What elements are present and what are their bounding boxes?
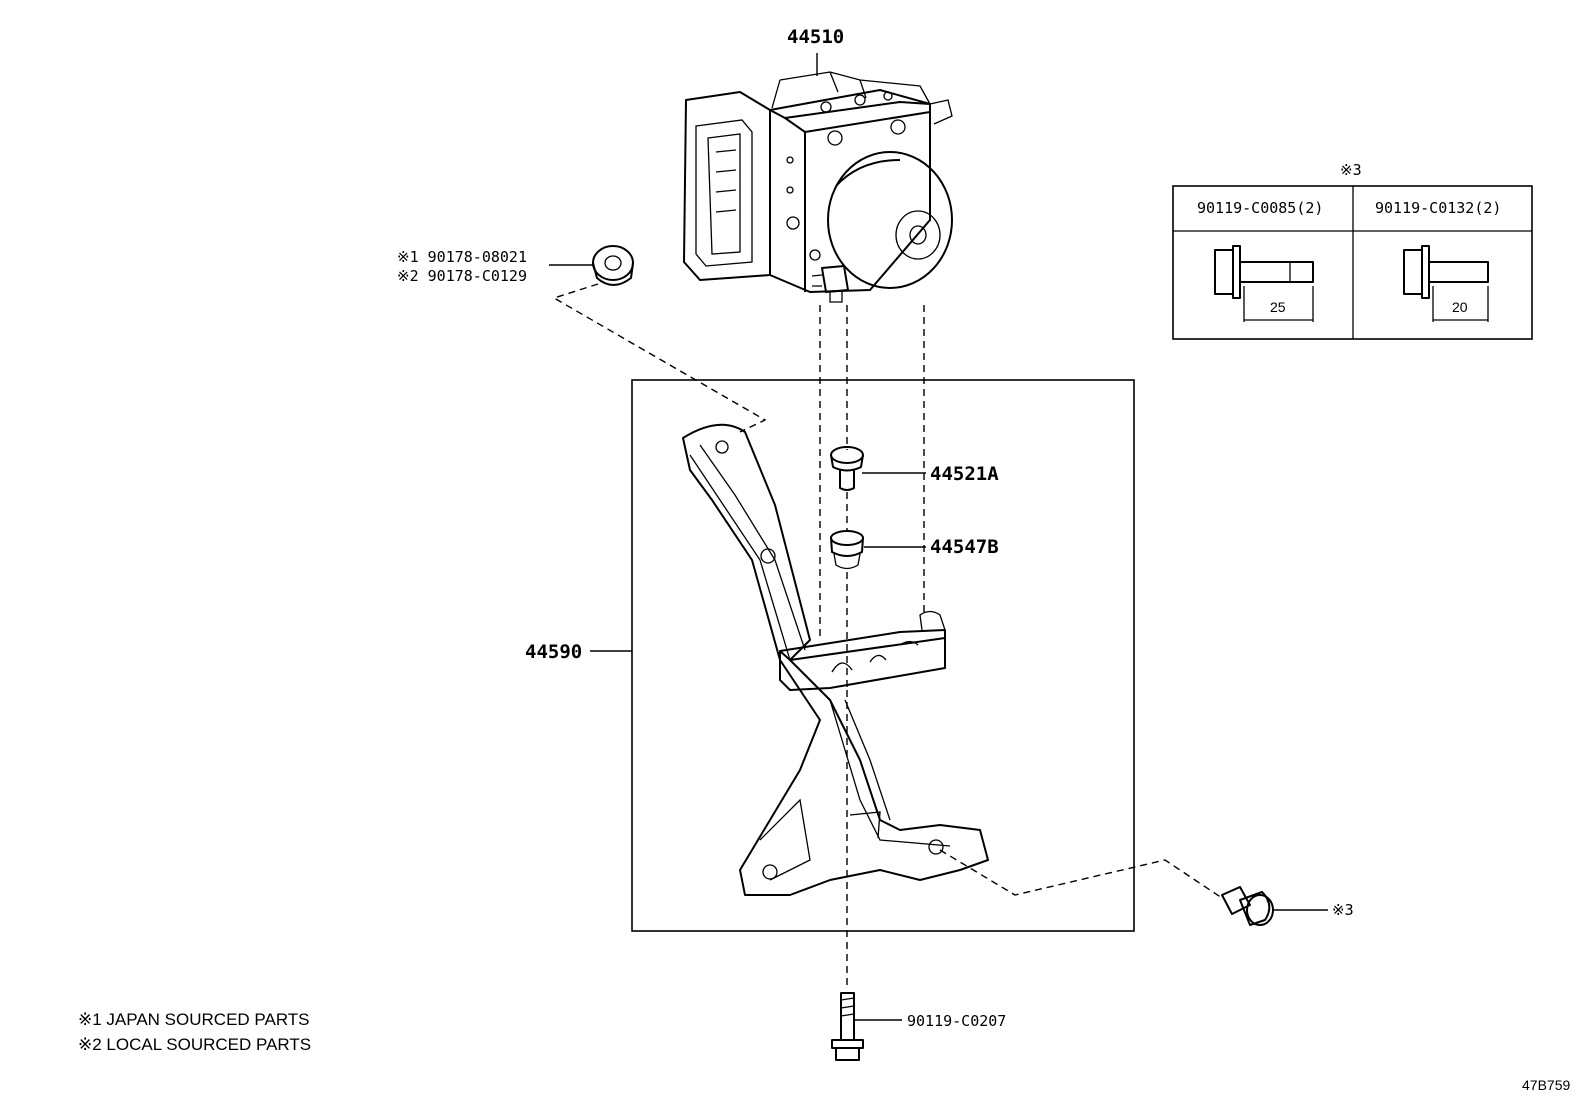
cushion-44521a[interactable] <box>830 446 864 491</box>
label-bolt-bottom: 90119-C0207 <box>907 1012 1006 1030</box>
bolt-ref-3[interactable] <box>1221 886 1274 926</box>
bracket-group-frame <box>631 379 1135 932</box>
label-nut-japan: ※1 90178-08021 <box>397 248 527 266</box>
label-cushion-a: 44521A <box>930 463 999 485</box>
assembly-lines <box>552 283 1223 990</box>
leader-lines <box>549 53 1328 1021</box>
figure-id: 47B759 <box>1522 1077 1570 1093</box>
note-local-sourced: ※2 LOCAL SOURCED PARTS <box>78 1035 311 1054</box>
label-bracket: 44590 <box>525 641 582 663</box>
bolt-20mm <box>1403 245 1489 322</box>
table-col1-dim: 25 <box>1270 299 1286 315</box>
abs-actuator[interactable] <box>683 71 953 303</box>
bolt-25mm <box>1214 245 1314 322</box>
bolt-reference-table: ※3 90119-C0085(2) 90119-C0132(2) 25 20 <box>1172 161 1533 340</box>
abs-bracket[interactable] <box>682 423 989 896</box>
table-ref-mark: ※3 <box>1340 161 1362 179</box>
table-col2-dim: 20 <box>1452 299 1468 315</box>
label-bolt-right: ※3 <box>1332 901 1354 919</box>
label-nut-local: ※2 90178-C0129 <box>397 267 527 285</box>
cushion-44547b[interactable] <box>830 530 864 570</box>
table-col2-part: 90119-C0132(2) <box>1375 199 1501 217</box>
table-col1-part: 90119-C0085(2) <box>1197 199 1323 217</box>
flange-nut[interactable] <box>592 245 634 286</box>
note-japan-sourced: ※1 JAPAN SOURCED PARTS <box>78 1010 310 1029</box>
bolt-90119-c0207[interactable] <box>831 992 864 1061</box>
label-actuator: 44510 <box>787 26 844 48</box>
label-cushion-b: 44547B <box>930 536 999 558</box>
